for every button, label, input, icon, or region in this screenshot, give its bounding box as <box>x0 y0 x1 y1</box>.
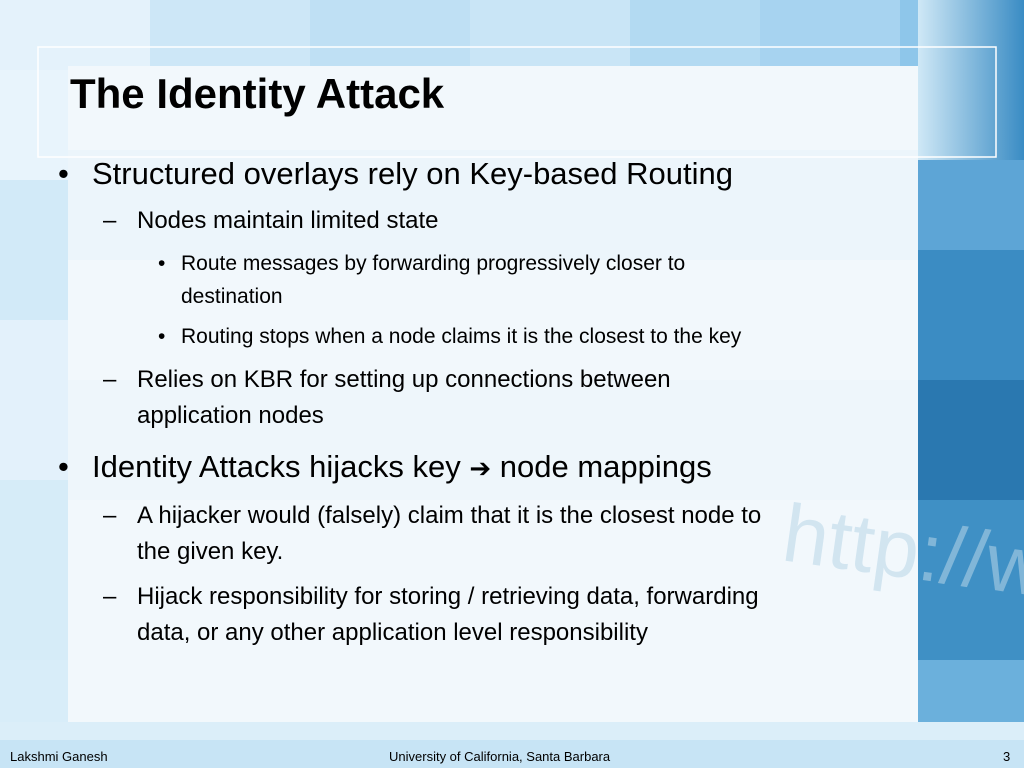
bullet-level2-marker: – <box>103 502 117 529</box>
bullet-level3-marker: • <box>158 325 166 348</box>
bullet-level3-text: Route messages by forwarding progressive… <box>181 252 686 308</box>
bullet-level2-marker: – <box>103 583 117 610</box>
bullet-level2-text: A hijacker would (falsely) claim that it… <box>137 502 762 565</box>
bullet-marker: • <box>58 156 69 191</box>
bullet-level2-marker: – <box>103 366 117 393</box>
bullet-level3-marker: • <box>158 252 166 275</box>
bullet-level3-text: Routing stops when a node claims it is t… <box>181 325 742 348</box>
bullet-level2-text: Hijack responsibility for storing / retr… <box>137 583 759 646</box>
bullet-text: Structured overlays rely on Key-based Ro… <box>92 156 733 191</box>
footer-author: Lakshmi Ganesh <box>10 749 108 764</box>
bullet-level1: • <box>58 449 69 484</box>
arrow-right-icon: ➔ <box>469 454 492 484</box>
bullet-level2-text: Nodes maintain limited state <box>137 207 439 234</box>
bullet-level2-marker: – <box>103 207 117 234</box>
bullet-text: Identity Attacks hijacks key ➔ node mapp… <box>92 449 712 484</box>
footer-institution: University of California, Santa Barbara <box>389 749 611 764</box>
bullet-level2-text: Relies on KBR for setting up connections… <box>137 366 671 429</box>
footer-page-number: 3 <box>1003 749 1011 764</box>
slide-title: The Identity Attack <box>70 70 445 117</box>
